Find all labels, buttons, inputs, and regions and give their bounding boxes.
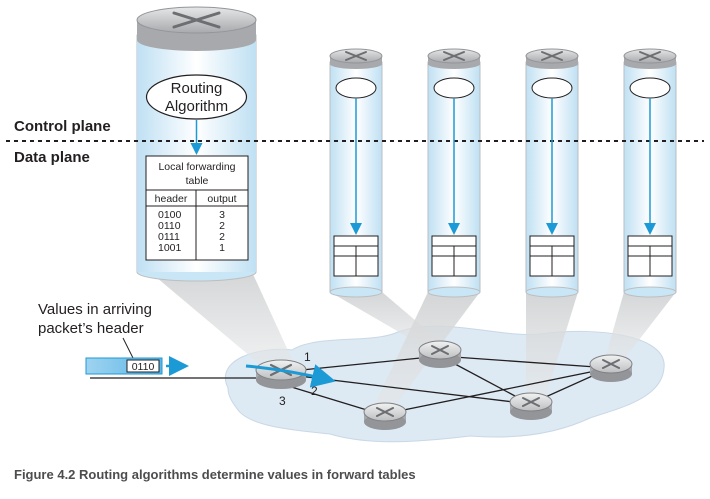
router-right <box>589 354 633 382</box>
small-control-3 <box>431 77 477 277</box>
small-control-5 <box>627 77 673 277</box>
network-links <box>90 355 611 415</box>
local-forwarding-table <box>145 155 249 261</box>
table-row-header: 1001 <box>158 242 182 254</box>
beam-main <box>150 272 296 368</box>
table-title-2: table <box>186 175 209 187</box>
small-control-4 <box>529 77 575 277</box>
link-2-label: 2 <box>311 384 318 398</box>
cross-arrows-icon <box>172 11 221 29</box>
figure-caption: Figure 4.2 Routing algorithms determine … <box>14 467 416 482</box>
beam-4 <box>526 292 578 396</box>
col-header-label: header <box>155 193 188 205</box>
packet-header-value: 0110 <box>132 361 155 373</box>
routing-algorithm-ellipse <box>145 74 248 120</box>
link-3-label: 3 <box>279 394 286 408</box>
link-1-label: 1 <box>304 350 311 364</box>
table-row-header: 0111 <box>158 231 180 243</box>
router-top <box>418 340 462 368</box>
router-bottom-right <box>509 392 553 420</box>
values-pointer-line <box>122 337 134 359</box>
table-row-output: 1 <box>219 242 225 254</box>
table-row-output: 3 <box>219 209 225 221</box>
cross-arrows-icon <box>639 51 661 61</box>
control-plane-label: Control plane <box>14 118 111 135</box>
routing-algorithm-label-2: Algorithm <box>165 98 228 115</box>
cross-arrows-icon <box>431 345 449 355</box>
values-label-1: Values in arriving <box>38 301 152 318</box>
col-output-label: output <box>207 193 236 205</box>
arriving-packet <box>85 357 163 375</box>
cross-arrows-icon <box>541 51 563 61</box>
forwarding-path-arrow <box>245 364 336 388</box>
values-label-2: packet’s header <box>38 320 144 337</box>
cross-arrows-icon <box>443 51 465 61</box>
cross-arrows-icon <box>345 51 367 61</box>
table-title-1: Local forwarding <box>158 161 235 173</box>
routing-algorithm-label-1: Routing <box>171 80 223 97</box>
table-rows: 0100 3 0110 2 0111 2 1001 1 <box>158 209 225 254</box>
beam-5 <box>604 292 676 362</box>
small-control-2 <box>333 77 379 277</box>
data-plane-label: Data plane <box>14 149 90 166</box>
cross-arrows-icon <box>602 359 620 369</box>
cross-arrows-icon <box>522 397 540 407</box>
cross-arrows-icon <box>376 407 394 417</box>
table-row-header: 0110 <box>158 220 181 232</box>
router-bottom-left <box>363 402 407 430</box>
table-row-header: 0100 <box>158 209 182 221</box>
table-row-output: 2 <box>219 231 225 243</box>
table-row-output: 2 <box>219 220 225 232</box>
